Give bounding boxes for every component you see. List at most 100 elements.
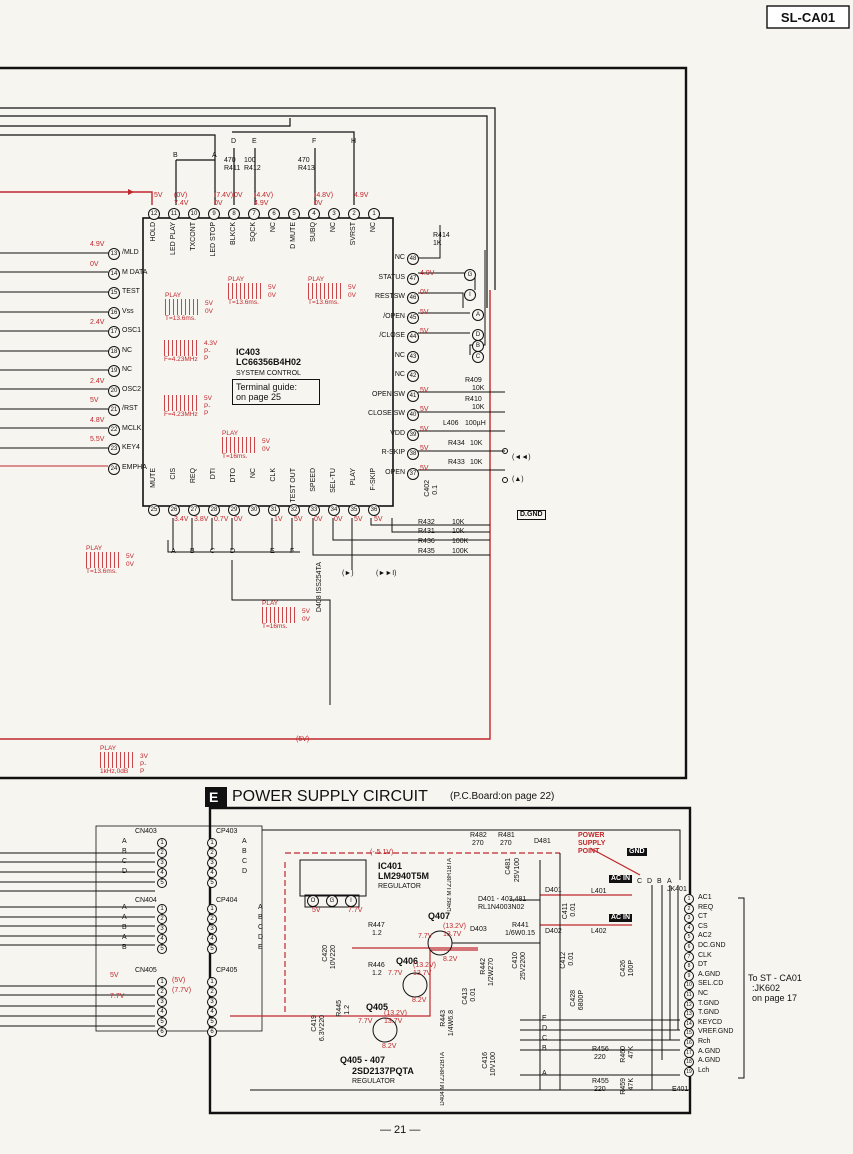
waveform-title-7: PLAY [86, 545, 103, 552]
r432-label: R432 [418, 519, 435, 526]
skip-back-label: (◄◄) [512, 454, 531, 461]
cp404-row-label-1: A [258, 904, 263, 911]
jk401-pin-label-14: KEYCD [698, 1018, 723, 1026]
cp404-pin-4: 4 [207, 934, 217, 944]
ic403-pin-label-34: SEL-TU [330, 468, 337, 493]
ic403-pin-label-43: NC [394, 351, 405, 359]
waveform-trace-2 [228, 283, 264, 299]
jk401-pin-label-16: Rch [698, 1038, 711, 1045]
ic403-pin-15: 15 [108, 287, 120, 299]
ic403-pin-label-47: STATUS [378, 273, 405, 281]
ic403-pin-32: 32 [288, 504, 300, 516]
ic403-pin-volt-28: 0.7V [214, 516, 229, 523]
cn404-row-label-2: A [122, 914, 127, 921]
left-letter-a: A [542, 1070, 547, 1077]
ic403-pin-9: 9 [208, 208, 220, 220]
waveform-caption-4: F=4.23MHz [164, 356, 198, 363]
q407-label: Q407 [428, 911, 451, 921]
jk401-pin-9: 9 [684, 970, 694, 981]
c410-value: 25V2200 [520, 952, 527, 981]
cp403-label: CP403 [216, 828, 238, 835]
q406-label: Q406 [396, 956, 419, 966]
ic403-pin-label-42: NC [394, 371, 405, 378]
waveform-caption-2: T=13.6ms. [228, 299, 259, 306]
r442-value: 1/2W270 [488, 958, 495, 987]
r442-label: R442 [480, 958, 487, 975]
jk401-pin-17: 17 [684, 1047, 694, 1058]
ic403-pin-34: 34 [328, 504, 340, 516]
q407-volt-c: (13.2V) 13.7V [443, 923, 466, 938]
c413-value: 0.01 [470, 988, 477, 1002]
neg-5v1-label: (- 5.1V) [370, 849, 394, 856]
jk401-pin-14: 14 [684, 1018, 694, 1029]
jk401-pin-label-4: CS [698, 922, 708, 930]
ic403-pin-35: 35 [348, 504, 360, 516]
cn403-pin-3: 3 [157, 858, 167, 868]
r412-value: 100 [244, 157, 256, 164]
left-signal-lines [0, 252, 108, 449]
ic403-pin-label-33: SPEED [310, 468, 317, 492]
jk401-pin-label-15: VREF.GND [698, 1028, 734, 1036]
bottom-letter-e: E [270, 548, 275, 555]
waveform-title-6: PLAY [222, 430, 239, 437]
r445-value: 1.2 [344, 1005, 351, 1015]
cp404-pin-3: 3 [207, 924, 217, 934]
waveform-lo-3: 0V [348, 292, 356, 299]
conn-a: A [472, 309, 484, 321]
cp404-pin-5: 5 [207, 944, 217, 954]
left-letter-d: D [542, 1025, 548, 1032]
waveform-title-3: PLAY [308, 276, 325, 283]
ic403-pin-38: 38 [407, 448, 419, 460]
ic403-pin-37: 37 [407, 467, 419, 480]
cp404-label: CP404 [216, 897, 238, 904]
ic403-pin-label-37: OPEN [385, 468, 405, 476]
q405-volt-b: 7.7V [358, 1018, 373, 1025]
ic403-pin-volt-41: 5V [420, 386, 429, 394]
ic403-function: SYSTEM CONTROL [236, 370, 301, 377]
ic403-pin-29: 29 [228, 504, 240, 516]
left-letter-e: E [542, 1015, 547, 1022]
jk401-pin-label-11: NC [698, 990, 709, 997]
cp404-pin-1: 1 [207, 904, 217, 914]
jk401-pin-label-6: DC.GND [698, 942, 726, 949]
d481-label: D481 [534, 838, 551, 845]
power-title: POWER SUPPLY CIRCUIT [232, 788, 428, 805]
ic403-pin-label-31: CLK [270, 468, 277, 482]
cn403-row-label-3: C [122, 858, 128, 865]
cdba-a: A [667, 878, 672, 885]
power-supply-point: POWER SUPPLY POINT [578, 832, 606, 855]
waveform-lo-9: P-P [140, 761, 147, 775]
ic403-pin-45: 45 [407, 311, 419, 324]
ic403-pin-volt-21: 5V [90, 397, 99, 404]
cp405-pin-6: 6 [207, 1027, 217, 1037]
cn404-label: CN404 [135, 897, 157, 904]
ic403-pin-volt-4: (4.8V) 0V [314, 192, 334, 207]
cn405-pin-3: 3 [157, 997, 167, 1007]
ic403-pin-label-4: SUBQ [310, 222, 317, 242]
jk401-pin-label-8: DT [698, 961, 708, 969]
top-letter-f: F [312, 138, 317, 145]
cn403-row-label-1: A [122, 838, 127, 845]
r412-label: R412 [244, 165, 261, 172]
ic401-name: IC401 [378, 861, 403, 871]
waveform-lo-1: 0V [205, 308, 213, 315]
hold-arrow [128, 189, 134, 195]
diodes-label: D401 - 403,481 [478, 896, 527, 903]
ac-in-tag-1: AC IN [609, 875, 633, 883]
l402-label: L402 [591, 928, 607, 935]
cn403-label: CN403 [135, 828, 157, 835]
bottom-letter-c: C [210, 548, 216, 555]
ic403-pin-label-11: LED PLAY [170, 222, 177, 255]
ic403-pin-label-8: BLKCK [230, 222, 237, 245]
r413-label: R413 [298, 165, 315, 172]
ic403-pin-label-21: /RST [122, 405, 138, 412]
lower-left-lines [0, 852, 155, 1027]
ic403-pin-33: 33 [308, 504, 320, 516]
r481-label: R481 [498, 832, 515, 839]
cp404-pin-2: 2 [207, 914, 217, 924]
ic403-pin-39: 39 [407, 428, 419, 441]
r413-value: 470 [298, 157, 310, 164]
waveform-trace-1 [165, 299, 201, 315]
waveform-lo-7: 0V [126, 561, 134, 568]
